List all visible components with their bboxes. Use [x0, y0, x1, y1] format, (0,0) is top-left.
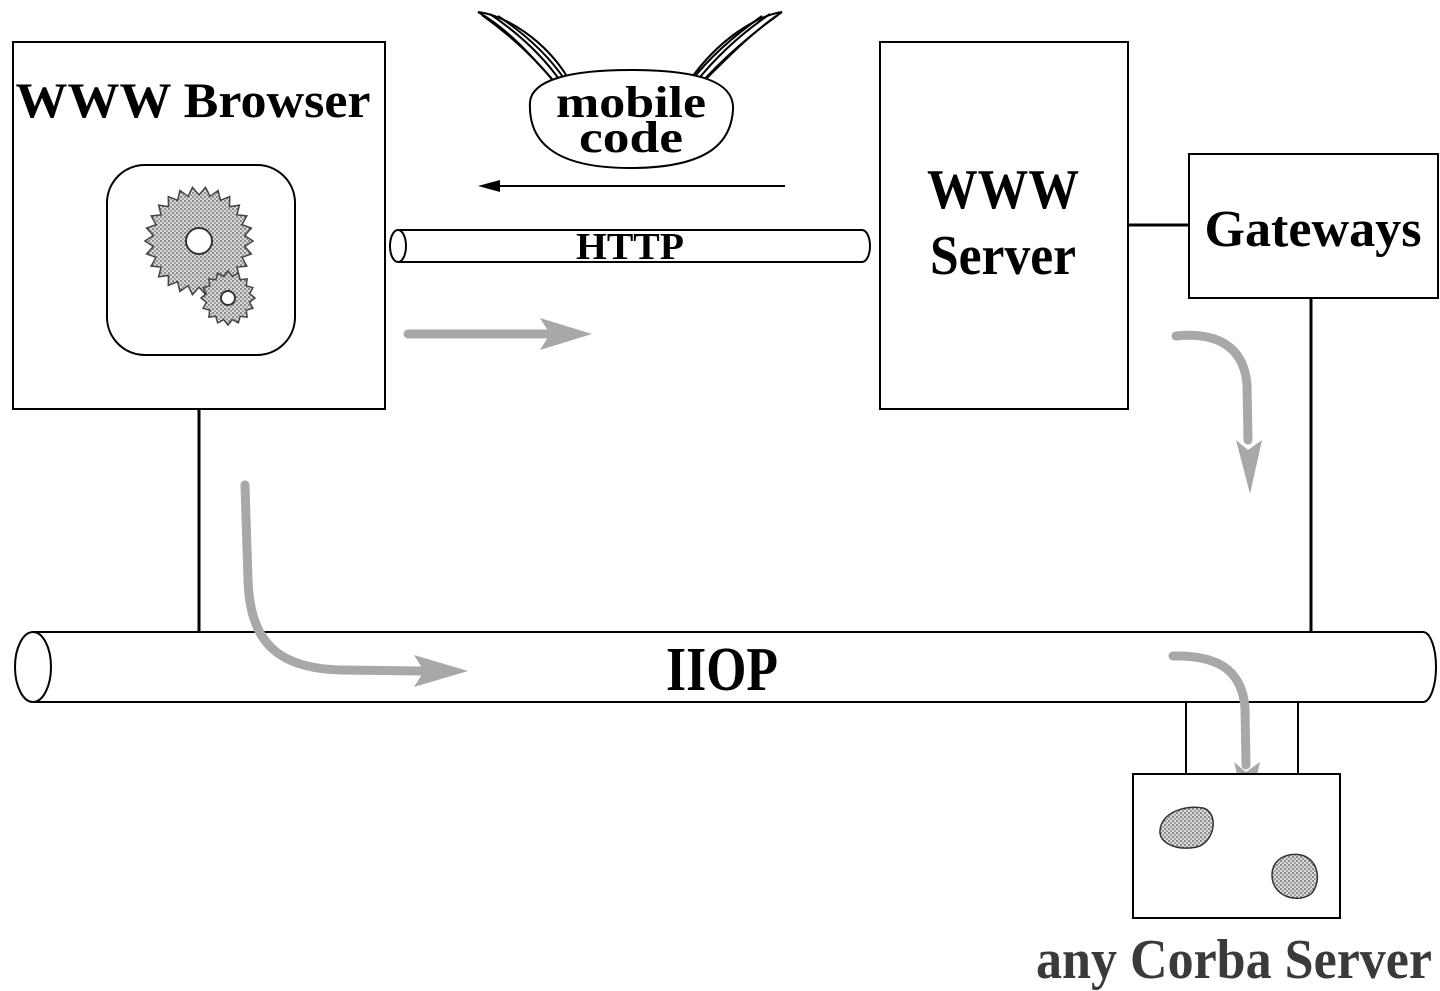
corba-server-node	[1132, 702, 1341, 919]
http-label: HTTP	[576, 226, 684, 268]
server-node: WWW Server	[879, 41, 1129, 410]
iiop-flow-arrow	[240, 480, 468, 687]
browser-label: WWW Browser	[16, 72, 371, 128]
mobile-code-group: mobile code	[477, 11, 783, 170]
mobile-code-blob	[528, 68, 735, 170]
gateway-flow-arrow	[1171, 330, 1262, 494]
gateways-label: Gateways	[1205, 201, 1422, 258]
gear-icon	[143, 186, 257, 327]
corba-server-label: any Corba Server	[1036, 929, 1432, 991]
object-blob-icon	[1159, 806, 1214, 849]
object-blob-icon	[1271, 853, 1319, 900]
iiop-label: IIOP	[666, 636, 778, 704]
mobile-code-arrow	[478, 180, 785, 192]
http-pipe: HTTP	[389, 226, 871, 268]
mobile-code-label-line1: mobile	[556, 78, 706, 127]
iiop-pipe: IIOP	[14, 631, 1437, 704]
browser-node: WWW Browser	[12, 41, 386, 410]
gateways-node: Gateways	[1188, 153, 1439, 299]
wing-icon	[477, 11, 783, 90]
server-label-line2: Server	[930, 225, 1076, 287]
server-label-line1: WWW	[927, 159, 1079, 221]
request-flow-arrow	[403, 318, 592, 350]
mobile-code-label-line2: code	[579, 113, 683, 162]
